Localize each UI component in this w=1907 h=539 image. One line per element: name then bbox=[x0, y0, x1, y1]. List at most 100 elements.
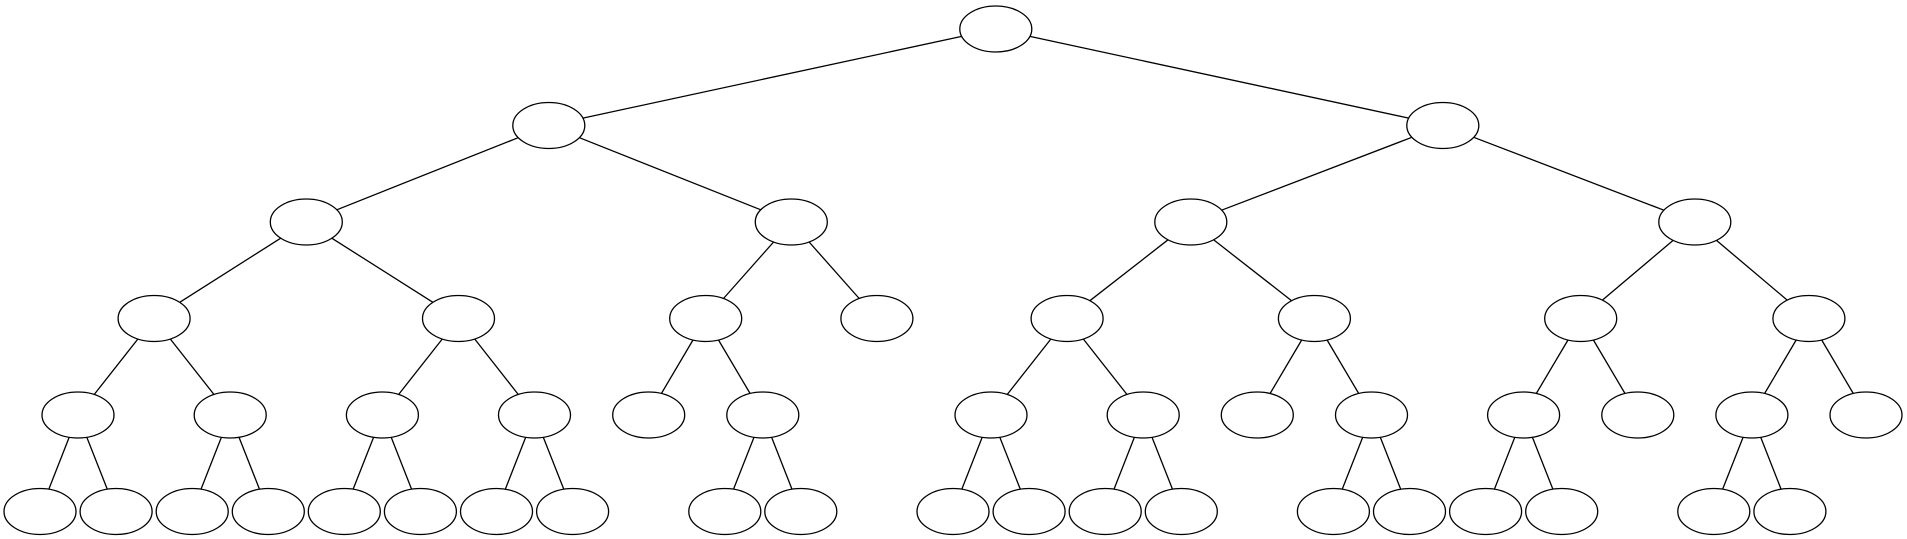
tree-edge bbox=[582, 35, 962, 119]
tree-edge bbox=[93, 338, 139, 395]
tree-edge bbox=[1006, 338, 1052, 395]
tree-node bbox=[754, 198, 828, 246]
tree-node bbox=[193, 391, 267, 439]
edges-layer bbox=[48, 35, 1854, 490]
tree-node bbox=[1715, 391, 1789, 439]
tree-node bbox=[383, 487, 458, 536]
tree-edge bbox=[200, 437, 223, 490]
tree-edge bbox=[1721, 437, 1744, 490]
tree-node bbox=[1829, 391, 1903, 439]
tree-node bbox=[345, 391, 420, 439]
tree-node bbox=[41, 391, 115, 439]
tree-edge bbox=[1341, 437, 1364, 490]
tree-node bbox=[155, 487, 229, 536]
tree-edge bbox=[336, 137, 519, 211]
tree-node bbox=[726, 391, 800, 439]
tree-node bbox=[1772, 294, 1846, 343]
tree-node bbox=[954, 391, 1028, 439]
tree-node bbox=[688, 487, 762, 536]
tree-node bbox=[1220, 391, 1294, 439]
tree-node bbox=[1144, 487, 1218, 536]
tree-edge bbox=[331, 237, 434, 303]
tree-node bbox=[764, 487, 838, 536]
tree-node bbox=[1406, 101, 1480, 150]
tree-node-root bbox=[959, 5, 1033, 53]
tree-edge bbox=[1221, 136, 1413, 211]
tree-edge bbox=[1089, 239, 1169, 302]
tree-edge bbox=[770, 437, 793, 490]
tree-node bbox=[231, 487, 305, 536]
tree-edge bbox=[1764, 339, 1797, 394]
tree-node bbox=[1296, 487, 1371, 536]
tree-edge bbox=[1082, 338, 1128, 395]
tree-node bbox=[459, 487, 534, 536]
tree-node bbox=[669, 294, 743, 343]
tree-node bbox=[1677, 487, 1751, 536]
tree-edge bbox=[169, 338, 215, 395]
tree-node bbox=[1486, 391, 1561, 439]
tree-node bbox=[1154, 198, 1228, 246]
tree-node bbox=[1068, 487, 1142, 536]
tree-edge bbox=[1113, 437, 1136, 490]
tree-node bbox=[269, 198, 343, 246]
tree-edge bbox=[808, 241, 860, 299]
tree-node bbox=[1544, 294, 1618, 343]
tree-edge bbox=[1029, 35, 1409, 119]
tree-node bbox=[79, 487, 153, 536]
tree-edge bbox=[86, 437, 108, 490]
tree-edge bbox=[999, 437, 1021, 490]
tree-edge bbox=[961, 437, 983, 490]
tree-node bbox=[3, 487, 77, 536]
tree-edge bbox=[1493, 437, 1516, 490]
tree-edge bbox=[1213, 239, 1292, 302]
tree-node bbox=[916, 487, 990, 536]
tree-edge bbox=[1151, 437, 1174, 490]
tree-node bbox=[421, 294, 496, 343]
tree-node bbox=[1448, 487, 1523, 536]
tree-node bbox=[307, 487, 381, 536]
tree-edge bbox=[352, 437, 375, 490]
tree-node bbox=[1372, 487, 1447, 536]
tree-edge bbox=[504, 437, 527, 490]
tree-node bbox=[840, 294, 914, 343]
tree-edge bbox=[398, 338, 443, 395]
tree-node bbox=[535, 487, 610, 536]
tree-edge bbox=[48, 437, 70, 490]
tree-node bbox=[1277, 294, 1352, 343]
tree-edge bbox=[1716, 239, 1788, 301]
tree-edge bbox=[474, 338, 519, 395]
tree-edge bbox=[179, 237, 282, 303]
tree-node bbox=[1658, 198, 1732, 246]
tree-edge bbox=[732, 437, 755, 490]
tree-node bbox=[117, 294, 191, 343]
tree-node bbox=[1106, 391, 1180, 439]
tree-node bbox=[512, 101, 586, 150]
tree-node bbox=[992, 487, 1066, 536]
tree-edge bbox=[1326, 339, 1360, 394]
tree-edge bbox=[1531, 437, 1554, 490]
nodes-layer bbox=[3, 5, 1903, 536]
tree-edge bbox=[1379, 437, 1402, 490]
tree-edge bbox=[1601, 239, 1674, 301]
tree-edge bbox=[1535, 339, 1569, 394]
tree-node bbox=[497, 391, 572, 439]
tree-edge bbox=[660, 339, 694, 394]
tree-edge bbox=[717, 339, 751, 394]
tree-edge bbox=[723, 241, 775, 299]
tree-edge bbox=[1269, 339, 1303, 394]
tree-edge bbox=[1760, 437, 1782, 490]
tree-edge bbox=[390, 437, 413, 490]
tree-edge bbox=[1821, 339, 1854, 394]
tree-edge bbox=[1473, 136, 1665, 211]
tree-node bbox=[1525, 487, 1599, 536]
tree-edge bbox=[542, 437, 565, 490]
tree-edge bbox=[238, 437, 261, 490]
tree-edge bbox=[1592, 339, 1626, 394]
tree-node bbox=[1753, 487, 1827, 536]
tree-node bbox=[1030, 294, 1104, 343]
tree-node bbox=[1334, 391, 1409, 439]
tree-edge bbox=[579, 137, 762, 211]
tree-node bbox=[612, 391, 686, 439]
tree-node bbox=[1601, 391, 1675, 439]
